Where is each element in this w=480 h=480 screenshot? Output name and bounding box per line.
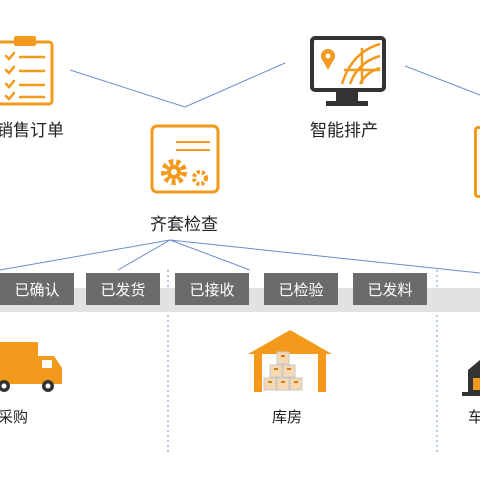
connector-order-to-kit — [69, 69, 186, 108]
node-label-warehouse: 库房 — [272, 408, 303, 426]
status-tag-received: 已接收 — [175, 273, 249, 305]
connector-schedule-right — [404, 65, 480, 96]
status-tag-issued: 已发料 — [353, 273, 427, 305]
connector-schedule-to-kit — [184, 62, 286, 108]
node-label-kit-check: 齐套检查 — [150, 215, 218, 235]
status-tag-confirmed: 已确认 — [0, 273, 74, 305]
node-label-smart-scheduling: 智能排产 — [310, 121, 378, 141]
node-label-purchase: 采购 — [0, 408, 29, 426]
connector-kit-fan-1 — [0, 239, 171, 271]
status-tag-inspected: 已检验 — [264, 273, 338, 305]
status-tag-shipped: 已发货 — [86, 273, 160, 305]
node-label-workshop: 车 — [468, 408, 480, 426]
node-label-sales-order: 销售订单 — [0, 121, 64, 141]
partial-node-icon — [474, 126, 480, 198]
connector-kit-fan-3 — [169, 239, 251, 271]
connector-kit-fan-4 — [169, 239, 480, 274]
connector-kit-fan-2 — [117, 239, 171, 271]
